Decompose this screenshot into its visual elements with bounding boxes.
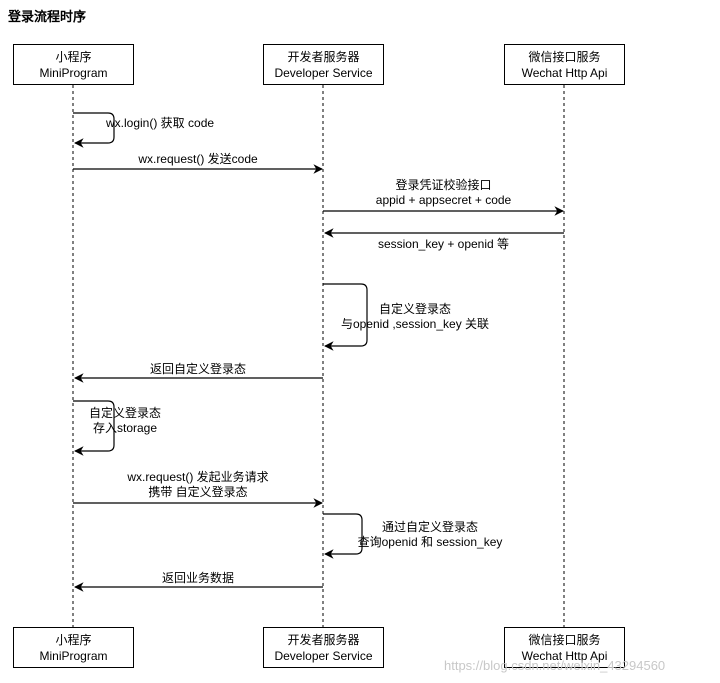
message-text: 携带 自定义登录态	[148, 485, 248, 499]
self-call-arrow-login	[73, 112, 115, 148]
message-label-session-key: session_key + openid 等	[323, 237, 564, 252]
message-text: wx.request() 发送code	[138, 152, 258, 166]
participant-miniprogram-top: 小程序 MiniProgram	[13, 44, 134, 85]
participant-name: 小程序	[55, 632, 92, 647]
participant-name: 微信接口服务	[528, 49, 601, 64]
participant-name: 微信接口服务	[528, 632, 601, 647]
message-text: appid + appsecret + code	[375, 193, 512, 207]
participant-sub: Developer Service	[274, 65, 373, 80]
message-text: 存入storage	[92, 421, 158, 435]
message-label-business-request: wx.request() 发起业务请求 携带 自定义登录态	[73, 470, 323, 500]
participant-developer-service-bottom: 开发者服务器 Developer Service	[263, 627, 384, 668]
message-text: wx.login() 获取 code	[106, 116, 215, 130]
message-text: 通过自定义登录态	[381, 520, 478, 534]
self-call-arrow-custom-session	[323, 283, 368, 351]
message-label-code2session: 登录凭证校验接口 appid + appsecret + code	[323, 178, 564, 208]
participant-sub: Developer Service	[274, 648, 373, 663]
message-label-query: 通过自定义登录态 查询openid 和 session_key	[350, 520, 510, 550]
message-text: session_key + openid 等	[377, 237, 510, 251]
watermark: https://blog.csdn.net/weixin_43294560	[444, 658, 666, 673]
message-text: 自定义登录态	[378, 302, 451, 316]
self-call-arrow-query	[323, 513, 363, 559]
participant-sub: Wechat Http Api	[521, 648, 608, 663]
participant-sub: Wechat Http Api	[521, 65, 608, 80]
self-call-arrow-storage	[73, 400, 115, 456]
participant-name: 开发者服务器	[287, 632, 360, 647]
participant-wechat-api-bottom: 微信接口服务 Wechat Http Api	[504, 627, 625, 668]
participant-miniprogram-bottom: 小程序 MiniProgram	[13, 627, 134, 668]
message-label-send-code: wx.request() 发送code	[73, 152, 323, 167]
message-text: 自定义登录态	[88, 406, 161, 420]
message-text: 与openid ,session_key 关联	[340, 317, 490, 331]
participant-name: 小程序	[55, 49, 92, 64]
message-text: 查询openid 和 session_key	[357, 535, 503, 549]
message-text: wx.request() 发起业务请求	[127, 470, 269, 484]
message-label-return-business-data: 返回业务数据	[73, 571, 323, 586]
message-label-storage: 自定义登录态 存入storage	[80, 406, 170, 436]
page-title: 登录流程时序	[8, 9, 87, 24]
participant-wechat-api-top: 微信接口服务 Wechat Http Api	[504, 44, 625, 85]
message-label-return-custom-session: 返回自定义登录态	[73, 362, 323, 377]
message-label-login: wx.login() 获取 code	[106, 116, 214, 131]
participant-developer-service-top: 开发者服务器 Developer Service	[263, 44, 384, 85]
message-label-custom-session: 自定义登录态 与openid ,session_key 关联	[340, 302, 490, 332]
participant-name: 开发者服务器	[287, 49, 360, 64]
message-text: 返回业务数据	[161, 571, 234, 585]
participant-sub: MiniProgram	[39, 65, 108, 80]
message-text: 返回自定义登录态	[149, 362, 246, 376]
participant-sub: MiniProgram	[39, 648, 108, 663]
message-text: 登录凭证校验接口	[395, 178, 492, 192]
